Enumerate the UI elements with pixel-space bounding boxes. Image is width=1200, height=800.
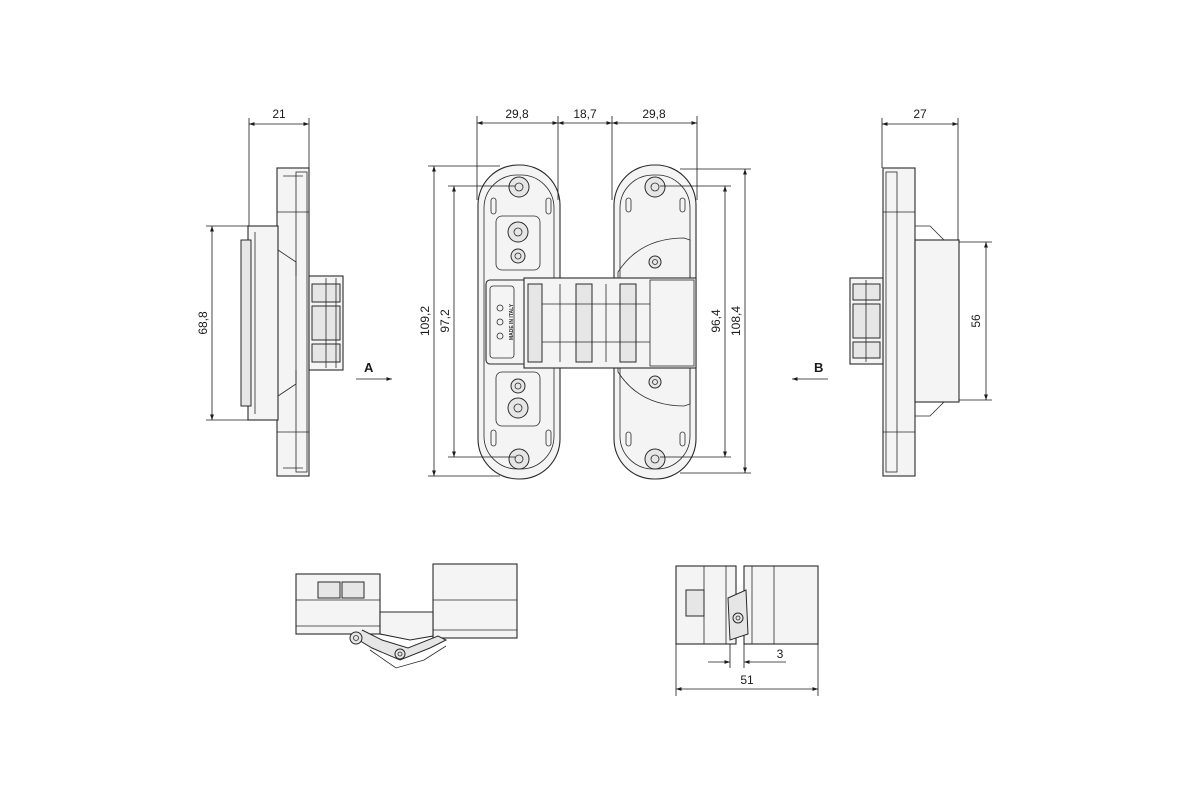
view-a-indicator: A xyxy=(356,360,392,381)
dim-label-29-8-right: 29,8 xyxy=(642,107,666,121)
dim-label-108-4: 108,4 xyxy=(729,306,743,336)
dimension-side-right-height: 56 xyxy=(959,241,992,401)
dimension-bottom-right-small: 3 xyxy=(708,644,786,668)
dimension-bottom-right-total: 51 xyxy=(675,644,819,696)
dim-label-51: 51 xyxy=(740,673,754,687)
dimension-side-right-width: 27 xyxy=(881,107,959,240)
dim-label-56: 56 xyxy=(969,314,983,328)
view-b-label: B xyxy=(814,360,823,375)
dim-label-29-8-left: 29,8 xyxy=(505,107,529,121)
dim-label-27: 27 xyxy=(913,107,927,121)
view-b-indicator: B xyxy=(792,360,828,381)
dim-label-97-2: 97,2 xyxy=(438,309,452,333)
dim-label-3: 3 xyxy=(777,647,784,661)
dim-label-96-4: 96,4 xyxy=(709,309,723,333)
dim-label-21: 21 xyxy=(272,107,286,121)
dimension-front-right-total: 108,4 xyxy=(680,168,751,474)
side-view-left xyxy=(240,167,344,477)
dim-label-18-7: 18,7 xyxy=(573,107,597,121)
front-view-hinge-body xyxy=(523,277,697,369)
top-view-open-hinge xyxy=(295,563,518,669)
dim-label-68-8: 68,8 xyxy=(196,311,210,335)
dimension-front-top: 29,8 18,7 29,8 xyxy=(476,107,698,200)
view-a-label: A xyxy=(364,360,374,375)
dimension-front-left-total: 109,2 xyxy=(418,165,500,477)
end-view-closed-hinge xyxy=(675,565,819,645)
dimension-front-right-holes: 96,4 xyxy=(660,185,731,458)
plate-marking: MADE IN ITALY xyxy=(509,303,515,340)
front-view-left-plate: MADE IN ITALY xyxy=(477,164,561,480)
dim-label-109-2: 109,2 xyxy=(418,306,432,336)
dimension-front-left-holes: 97,2 xyxy=(438,185,515,458)
dimension-side-left-height: 68,8 xyxy=(196,225,248,421)
dimension-side-left-width: 21 xyxy=(248,107,310,226)
side-view-right xyxy=(849,167,960,477)
